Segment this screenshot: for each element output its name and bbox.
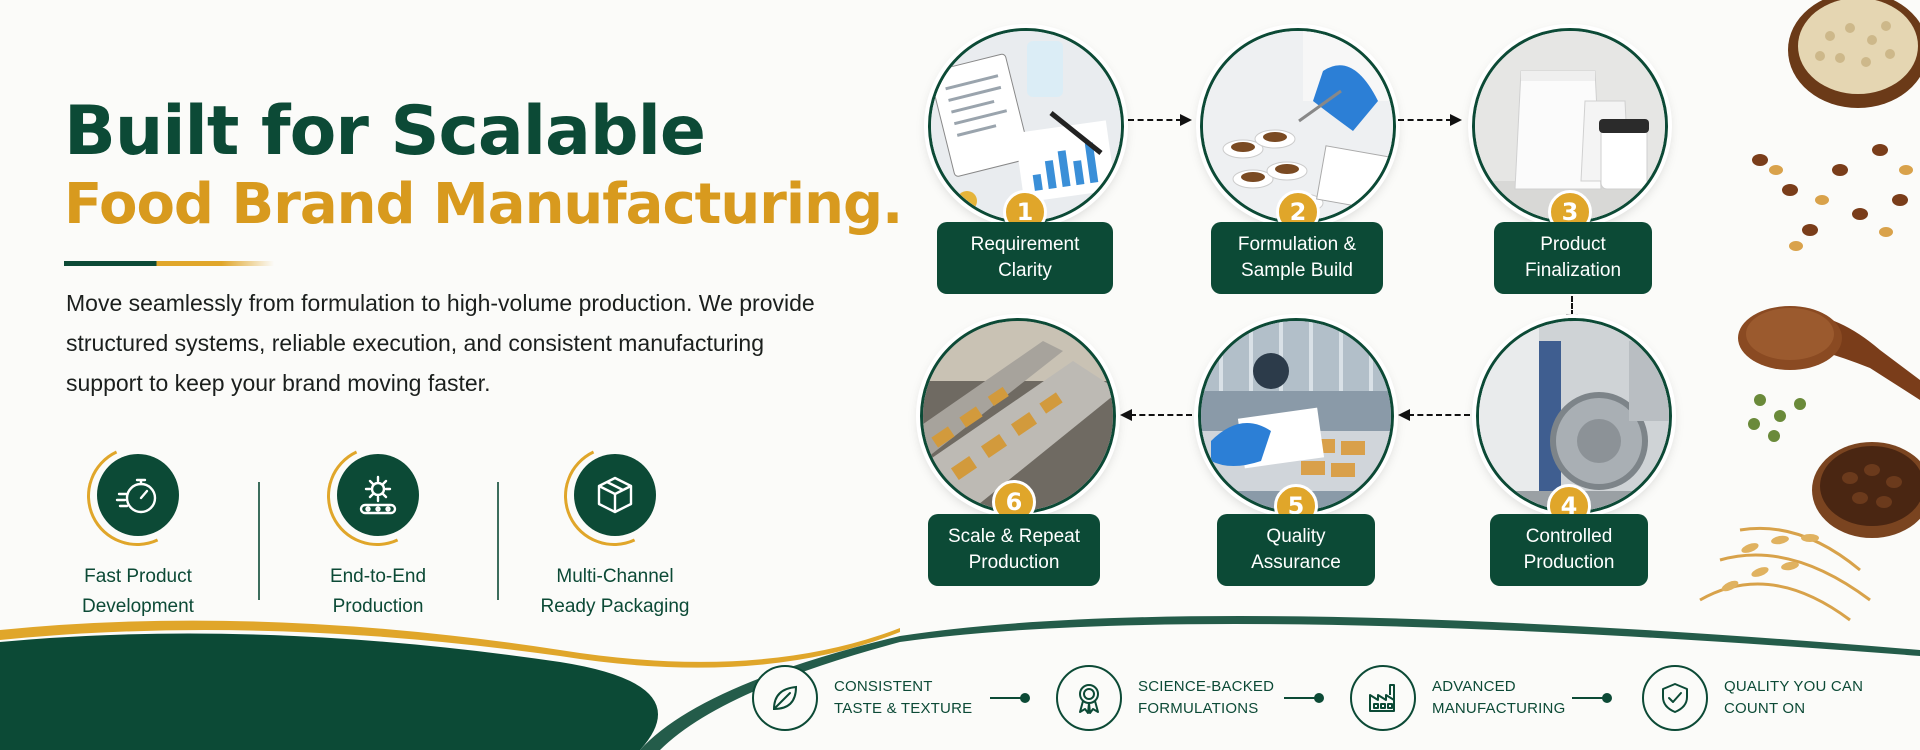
- feature-divider: [258, 482, 260, 600]
- title-underline: [64, 261, 274, 266]
- step-label: Scale & Repeat Production: [928, 514, 1100, 586]
- flow-arrow: [1398, 119, 1452, 121]
- feature-divider: [497, 482, 499, 600]
- mixing-machine-photo: [1476, 318, 1672, 514]
- benefit-label: Advanced Manufacturing: [1432, 678, 1566, 717]
- step-label: Product Finalization: [1494, 222, 1652, 294]
- ingredients-illustration: [1699, 0, 1920, 622]
- benefit-connector: [1284, 693, 1324, 703]
- feature-multi-channel: Multi-Channel Ready Packaging: [515, 431, 715, 622]
- benefit-advanced-manufacturing: Advanced Manufacturing: [1350, 664, 1565, 732]
- feature-label: Fast Product Development: [82, 566, 194, 617]
- gear-conveyor-icon: [312, 431, 442, 561]
- headline-line-1: Built for Scalable: [64, 92, 706, 171]
- step-label: Controlled Production: [1490, 514, 1648, 586]
- benefit-consistent-taste: Consistent Taste & Texture: [752, 664, 972, 732]
- flow-arrow: [1571, 296, 1573, 316]
- lab-samples-photo: [1200, 28, 1396, 224]
- award-ribbon-icon: [1056, 665, 1122, 731]
- box-icon: [549, 431, 679, 561]
- step-label: Formulation & Sample Build: [1211, 222, 1383, 294]
- documents-and-charts-photo: [928, 28, 1124, 224]
- conveyor-belt-photo: [920, 318, 1116, 514]
- benefit-science-backed: Science-Backed Formulations: [1056, 664, 1274, 732]
- benefit-connector: [1572, 693, 1612, 703]
- feature-label: Multi-Channel Ready Packaging: [540, 566, 690, 617]
- flow-arrow: [1408, 414, 1470, 416]
- intro-paragraph: Move seamlessly from formulation to high…: [66, 290, 815, 396]
- factory-icon: [1350, 665, 1416, 731]
- bottom-wave-band: [0, 616, 1920, 750]
- feature-label: End-to-End Production: [329, 566, 427, 617]
- feature-end-to-end: End-to-End Production: [278, 431, 478, 622]
- benefit-label: Consistent Taste & Texture: [834, 678, 973, 717]
- benefit-label: Science-Backed Formulations: [1138, 678, 1275, 717]
- step-label: Requirement Clarity: [937, 222, 1113, 294]
- headline-line-2: Food Brand Manufacturing.: [64, 172, 903, 237]
- benefit-quality: Quality You Can Count On: [1642, 664, 1863, 732]
- flow-arrow: [1128, 119, 1182, 121]
- inspection-clipboard-photo: [1198, 318, 1394, 514]
- stopwatch-icon: [72, 431, 202, 561]
- leaf-icon: [752, 665, 818, 731]
- flow-arrow: [1130, 414, 1192, 416]
- feature-fast-development: Fast Product Development: [38, 431, 238, 622]
- white-pouch-and-jar-photo: [1472, 28, 1668, 224]
- shield-check-icon: [1642, 665, 1708, 731]
- benefit-label: Quality You Can Count On: [1724, 678, 1864, 717]
- step-label: Quality Assurance: [1217, 514, 1375, 586]
- benefit-connector: [990, 693, 1030, 703]
